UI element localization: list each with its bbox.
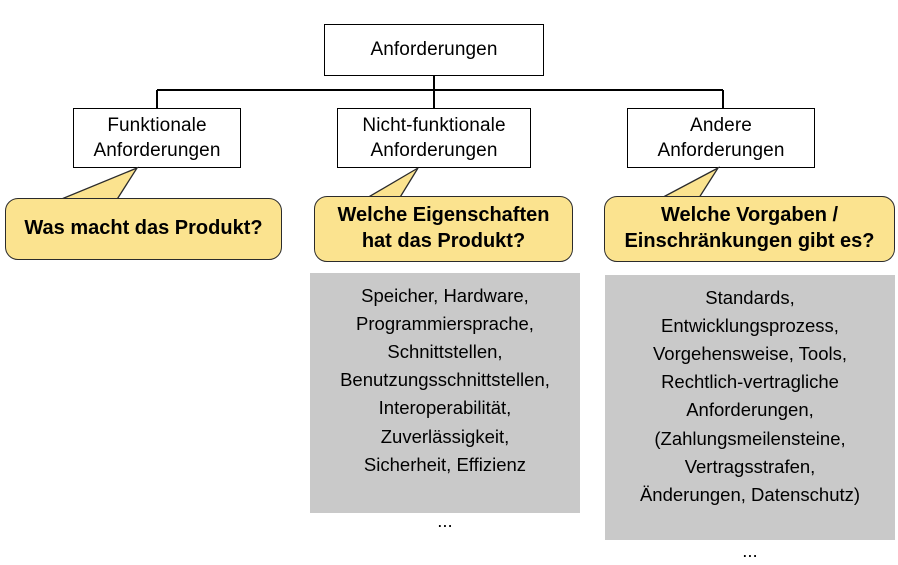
node-funktionale-anforderungen[interactable]: Funktionale Anforderungen	[73, 108, 241, 168]
callout-nicht-funktionale-anforderungen: Welche Eigenschaften hat das Produkt?	[314, 196, 573, 262]
node-anforderungen[interactable]: Anforderungen	[324, 24, 544, 76]
node-andere-anforderungen[interactable]: Andere Anforderungen	[627, 108, 815, 168]
callout-andere-anforderungen: Welche Vorgaben / Einschränkungen gibt e…	[604, 196, 895, 262]
node-nicht-funktionale-anforderungen[interactable]: Nicht-funktionale Anforderungen	[337, 108, 531, 168]
diagram-canvas: Anforderungen Funktionale Anforderungen …	[5, 24, 895, 561]
panel-nicht-funktionale-beispiele: Speicher, Hardware, Programmiersprache, …	[310, 273, 580, 531]
callout-funktionale-anforderungen: Was macht das Produkt?	[5, 198, 282, 260]
panel-andere-beispiele: Standards, Entwicklungsprozess, Vorgehen…	[605, 275, 895, 561]
